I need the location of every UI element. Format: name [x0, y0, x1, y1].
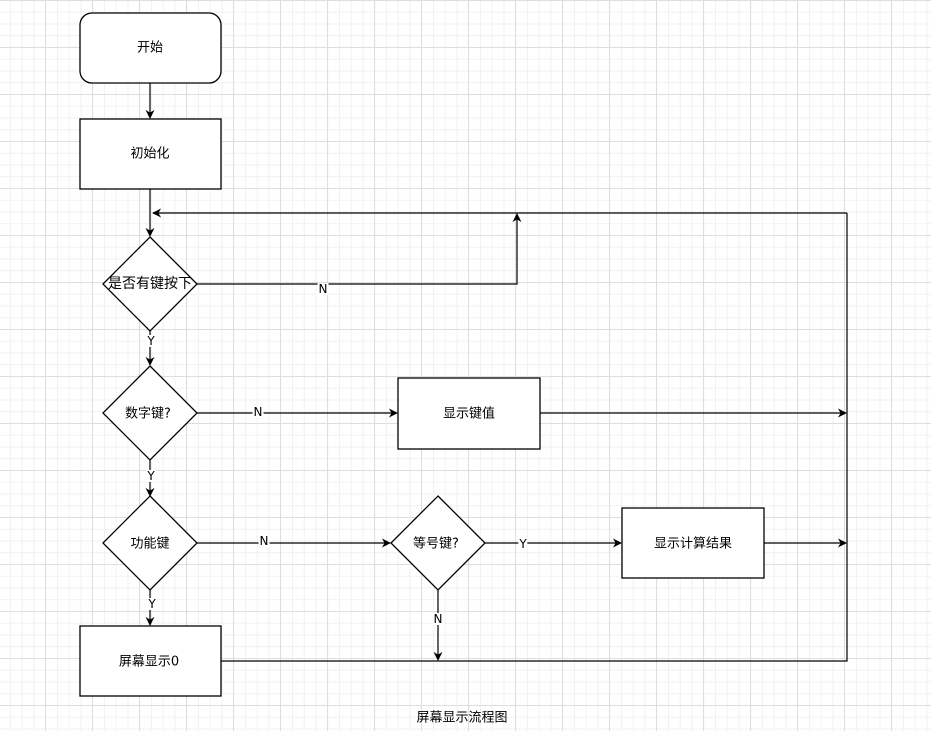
edge-key-pressed-no[interactable]: [197, 213, 522, 285]
node-key-pressed[interactable]: [102, 236, 198, 332]
node-show-key-value[interactable]: [397, 377, 541, 450]
node-equals-key-label: 等号键?: [413, 536, 459, 552]
node-init-label: 初始化: [130, 146, 170, 162]
edge-label-key-pressed-yes: Y: [146, 334, 156, 348]
edge-label-key-pressed-no: N: [317, 282, 329, 296]
edge-label-function-key-yes: Y: [147, 597, 157, 611]
edge-label-digit-key-yes: Y: [146, 469, 156, 483]
node-equals-key[interactable]: [390, 495, 486, 591]
edge-label-function-key-no: N: [258, 534, 270, 548]
edge-label-digit-key-no: N: [252, 405, 264, 419]
node-display-zero-label: 屏幕显示0: [118, 654, 180, 670]
node-key-pressed-label: 是否有键按下: [108, 276, 192, 292]
node-init[interactable]: [79, 118, 222, 190]
node-start-label: 开始: [136, 40, 164, 56]
edge-label-equals-key-no: N: [432, 612, 444, 626]
node-function-key-label: 功能键: [130, 536, 170, 552]
edge-label-equals-key-yes: Y: [518, 537, 528, 551]
node-display-zero[interactable]: [79, 625, 222, 697]
node-start[interactable]: [79, 12, 222, 84]
node-show-result-label: 显示计算结果: [653, 536, 733, 552]
node-show-result[interactable]: [621, 507, 765, 579]
node-digit-key[interactable]: [102, 365, 198, 461]
node-function-key[interactable]: [102, 495, 198, 591]
edge-display-zero-out[interactable]: [221, 213, 848, 662]
node-digit-key-label: 数字键?: [125, 406, 171, 422]
diagram-title: 屏幕显示流程图: [416, 710, 508, 726]
node-show-key-value-label: 显示键值: [442, 406, 496, 422]
